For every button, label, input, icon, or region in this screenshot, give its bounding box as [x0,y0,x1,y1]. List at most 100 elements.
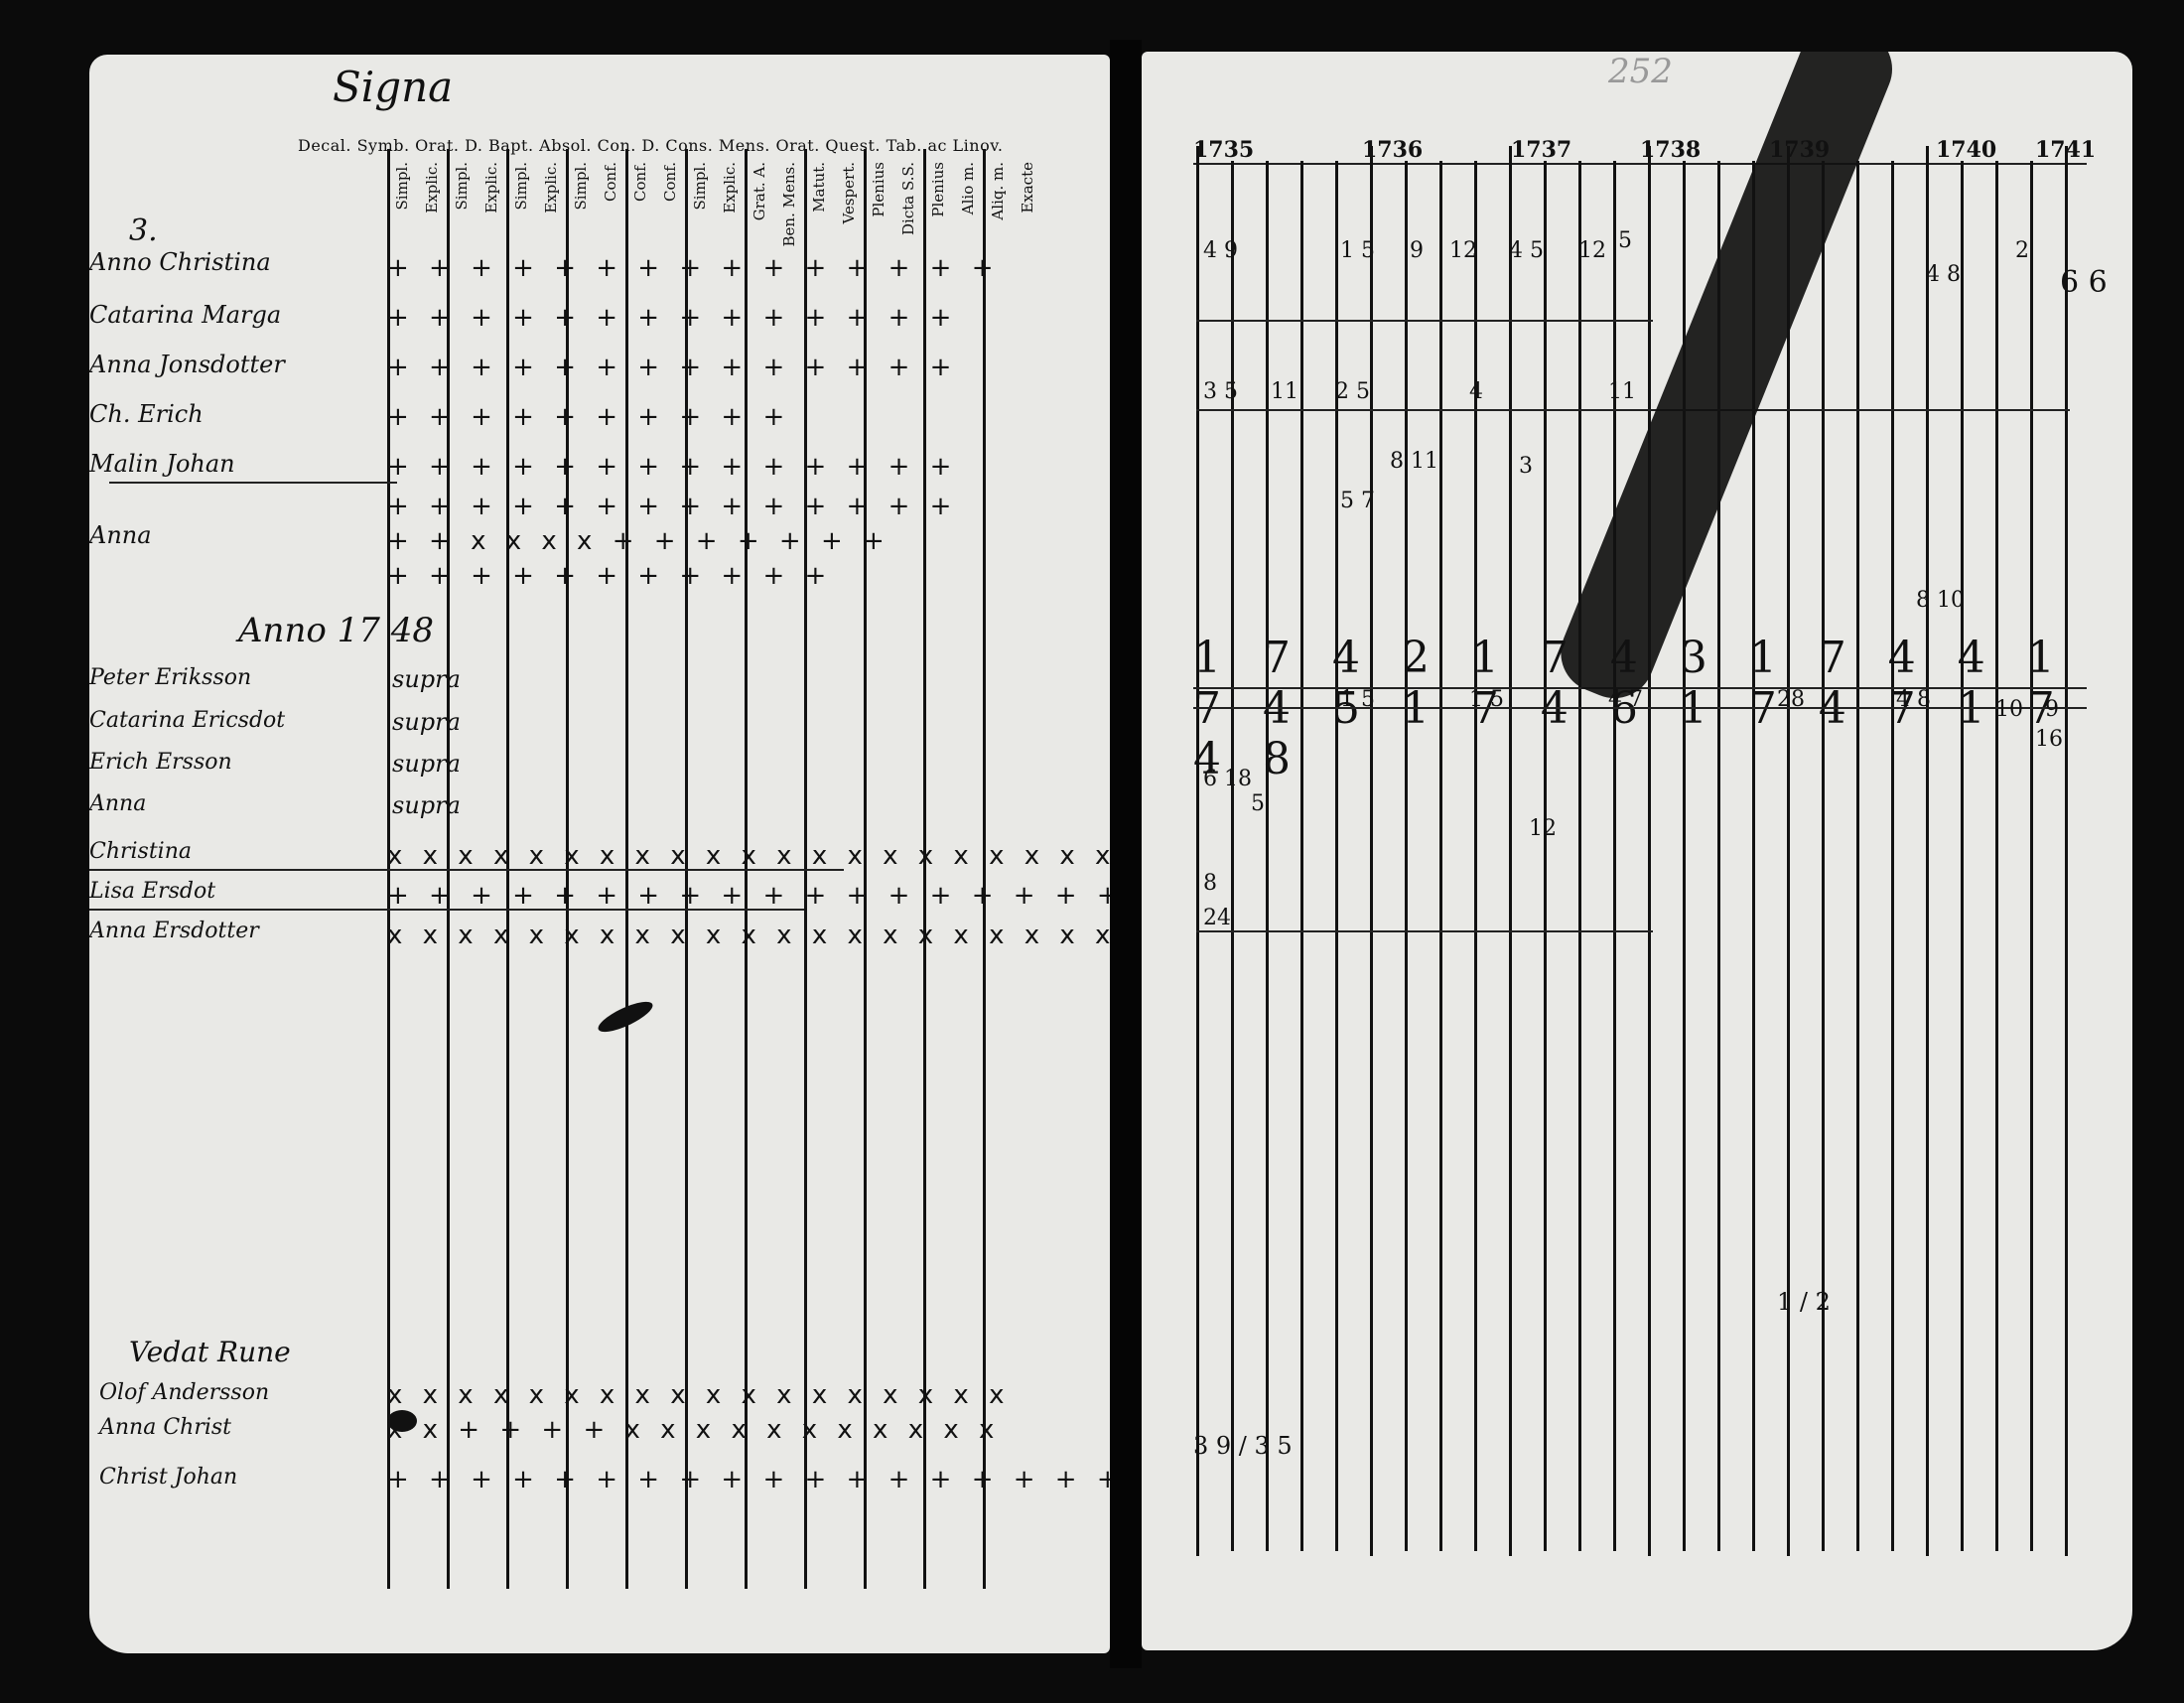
cell-lower-4: 28 [1777,687,1805,712]
year-name-2: Catarina Ericsdot [89,708,286,733]
col-head-12: Explic. [721,162,739,213]
year-head-1: 1735 [1193,137,1255,163]
supra-2: supra [392,708,461,736]
cell-upper-12: 11 [1271,379,1298,404]
supra-1: supra [392,665,461,693]
cell-upper-11: 3 5 [1203,379,1238,404]
cross-row-1: x x x x x x x x x x x x x x x x x x x x … [387,841,1110,871]
left-page: Signa Decal. Symb. Orat. D. Bapt. Absol.… [89,55,1110,1653]
col-head-5: Simpl. [512,162,530,211]
col-head-22: Exacte [1019,162,1036,213]
col-head-6: Explic. [542,162,560,213]
col-head-11: Simpl. [691,162,709,211]
col-head-1: Simpl. [393,162,411,211]
cell-upper-6: 12 [1578,238,1606,263]
ink-smear [1549,52,1905,711]
row-marks-5: + + + + + + + + + + + + + + [387,452,958,482]
row-marks-2: + + + + + + + + + + + + + + [387,303,958,333]
cell-lower-9: 24 [1203,906,1231,930]
left-page-title: Signa [333,63,454,111]
cell-upper-18: 5 7 [1340,489,1375,513]
cell-upper-1: 4 9 [1203,238,1238,263]
cell-upper-10: 6 6 [2060,265,2108,300]
folio-number: 252 [1608,52,1673,91]
cell-lower-6: 6 18 [1203,767,1252,791]
cell-upper-2: 1 5 [1340,238,1375,263]
col-head-13: Grat. A. [751,162,768,221]
year-head-6: 1740 [1936,137,1997,163]
right-page: 252 1735 1736 1737 1738 1739 1740 1741 4… [1142,52,2132,1650]
cross-row-3: x x x x x x x x x x x x x x x x x x x x … [387,921,1110,950]
cross-row-2: + + + + + + + + + + + + + + + + + + + + … [387,881,1110,911]
col-head-14: Ben. Mens. [780,162,798,247]
year-head-3: 1737 [1511,137,1572,163]
bottom-name-1: Vedat Rune [129,1336,291,1368]
col-head-4: Explic. [482,162,500,213]
row-marks-8: + + + + + + + + + + + [387,561,833,591]
cell-lower-1: 1 5 [1340,687,1375,712]
cell-upper-4: 12 [1449,238,1477,263]
year-name-4: Anna [89,791,147,816]
col-head-2: Explic. [423,162,441,213]
cell-upper-9: 4 8 [1926,262,1961,287]
cell-upper-14: 4 [1469,379,1483,404]
ink-blot-2 [387,1410,417,1432]
supra-3: supra [392,750,461,778]
year-label: Anno 17 48 [238,611,434,650]
cell-upper-17: 3 [1519,454,1533,479]
cell-upper-19: 8 10 [1916,588,1965,613]
bottom-marks-2: x x + + + + x x x x x x x x x x x [387,1415,1001,1445]
book-gutter [1110,40,1142,1668]
row-name-1: Anno Christina [89,248,271,276]
cell-lower-2: 1 5 [1469,687,1504,712]
bottom-name-4: Christ Johan [99,1465,238,1490]
bottom-name-2: Olof Andersson [99,1380,270,1405]
column-header-line: Decal. Symb. Orat. D. Bapt. Absol. Con. … [298,136,1004,155]
row-name-6: Anna [89,521,152,549]
row-marks-4: + + + + + + + + + + [387,402,791,432]
col-head-7: Simpl. [572,162,590,211]
section-number: 3. [129,213,158,248]
row-marks-1: + + + + + + + + + + + + + + + [387,253,1000,283]
col-head-9: Conf. [631,162,649,202]
bottom-marks-1: x x x x x x x x x x x x x x x x x x [387,1380,1011,1410]
col-head-15: Matut. [810,162,828,213]
col-head-3: Simpl. [453,162,471,211]
row-name-2: Catarina Marga [89,301,282,329]
year-name-1: Peter Eriksson [89,665,252,690]
cell-lower-8: 8 [1203,871,1217,896]
cell-upper-5: 4 5 [1509,238,1544,263]
col-head-16: Vespert. [840,162,858,224]
col-head-18: Dicta S.S. [899,162,917,235]
cell-lower-12: 16 [2035,727,2063,752]
cell-upper-15: 11 [1608,379,1636,404]
row-name-4: Ch. Erich [89,400,204,428]
row-marks-7: + + x x x x + + + + + + + [387,526,890,556]
bottom-marks-3: + + + + + + + + + + + + + + + + + + + + … [387,1465,1110,1494]
year-name-5: Christina [89,839,193,864]
cell-lower-10: 12 [1529,816,1557,841]
col-head-10: Conf. [661,162,679,202]
cell-upper-7: 5 [1618,228,1632,253]
cell-upper-3: 9 [1410,238,1424,263]
row-marks-6: + + + + + + + + + + + + + + [387,492,958,521]
cell-upper-8: 2 [2015,238,2029,263]
col-head-20: Alio m. [959,162,977,215]
col-head-8: Conf. [602,162,619,202]
bottom-name-3: Anna Christ [99,1415,232,1440]
year-name-7: Anna Ersdotter [89,919,259,943]
cell-lower-11: 10 [1995,697,2023,722]
year-name-3: Erich Ersson [89,750,232,775]
cell-lower-5: 4 8 [1896,687,1931,712]
row-name-3: Anna Jonsdotter [89,351,285,378]
cell-lower-13: 9 [2045,697,2059,722]
col-head-21: Aliq. m. [989,162,1007,220]
cell-lower-7: 5 [1251,791,1265,816]
bottom-fraction: 3 9 / 3 5 [1193,1432,1293,1460]
supra-4: supra [392,791,461,819]
row-name-5: Malin Johan [89,450,235,478]
row-marks-3: + + + + + + + + + + + + + + [387,353,958,382]
cell-upper-13: 2 5 [1335,379,1370,404]
col-head-19: Plenius [929,162,947,217]
col-head-17: Plenius [870,162,887,217]
